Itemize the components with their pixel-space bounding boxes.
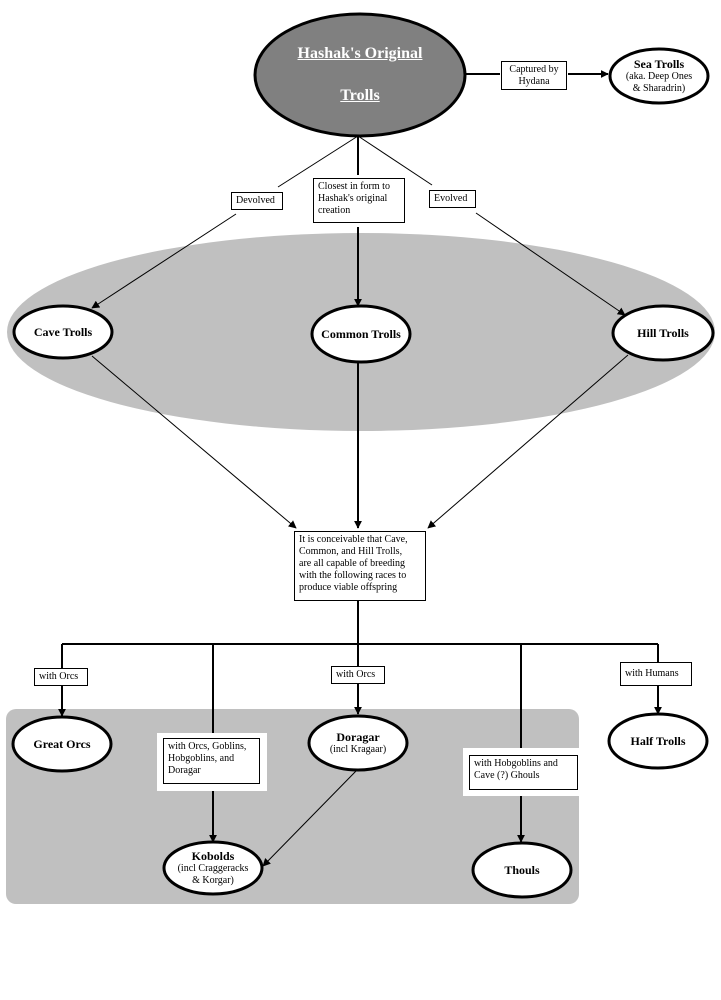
cave-trolls-title: Cave Trolls [33,325,93,339]
edge-evolved-to-hill [475,212,626,316]
half-trolls-shape [607,712,709,770]
hill-trolls-title: Hill Trolls [637,326,689,340]
sea-trolls-subtitle: (aka. Deep Ones & Sharadrin) [625,71,693,94]
edge-root-to-evolved [357,135,433,186]
great-orcs-shape [11,715,113,773]
sea-trolls-title: Sea Trolls [633,57,685,71]
thouls-shape [471,841,573,899]
kobolds-shape [162,840,264,896]
edge-cave-to-conceivable [91,355,297,529]
root-node-shape [253,12,467,138]
with-orcs-label-1: with Orcs [34,668,88,686]
kobolds-node[interactable]: Kobolds (incl Craggeracks & Korgar) [164,842,262,894]
thouls-title: Thouls [504,863,540,877]
common-trolls-node[interactable]: Common Trolls [312,306,410,362]
devolved-label: Devolved [231,192,283,210]
half-trolls-node[interactable]: Half Trolls [609,714,707,768]
doragar-node[interactable]: Doragar (incl Kragaar) [309,716,407,770]
great-orcs-node[interactable]: Great Orcs [13,717,111,771]
offspring-group-background [6,709,579,904]
edge-devolved-to-cave [91,213,237,309]
sea-trolls-node[interactable]: Sea Trolls (aka. Deep Ones & Sharadrin) [610,49,708,103]
edge-root-to-devolved [277,135,359,188]
doragar-title: Doragar [336,730,380,744]
with-orcs-label-2: with Orcs [331,666,385,684]
with-humans-label: with Humans [620,662,692,686]
common-trolls-shape [310,304,412,364]
kobolds-title: Kobolds [191,849,235,863]
kobolds-subtitle: (incl Craggeracks & Korgar) [177,863,249,886]
common-trolls-title: Common Trolls [321,327,401,341]
edge-hill-to-conceivable [427,354,629,529]
with-orcs-goblins-label: with Orcs, Goblins, Hobgoblins, and Dora… [163,738,260,784]
root-title-line2: Trolls [340,87,380,104]
half-trolls-title: Half Trolls [630,734,686,748]
hill-trolls-node[interactable]: Hill Trolls [613,306,713,360]
hill-trolls-shape [611,304,715,362]
root-node[interactable]: Hashak's Original Trolls [255,14,465,136]
closest-form-label: Closest in form to Hashak's original cre… [313,178,405,223]
great-orcs-title: Great Orcs [33,737,91,751]
with-hobgoblins-ghouls-label: with Hobgoblins and Cave (?) Ghouls [469,755,578,790]
cave-trolls-node[interactable]: Cave Trolls [14,306,112,358]
doragar-subtitle: (incl Kragaar) [329,744,387,755]
doragar-shape [307,714,409,772]
sea-trolls-shape [608,47,710,105]
cave-trolls-shape [12,304,114,360]
conceivable-breeding-label: It is conceivable that Cave, Common, and… [294,531,426,601]
root-title-line1: Hashak's Original [297,45,423,62]
thouls-node[interactable]: Thouls [473,843,571,897]
edge-doragar-to-kobolds [262,769,358,867]
captured-by-label: Captured by Hydana [501,61,567,90]
evolved-label: Evolved [429,190,476,208]
